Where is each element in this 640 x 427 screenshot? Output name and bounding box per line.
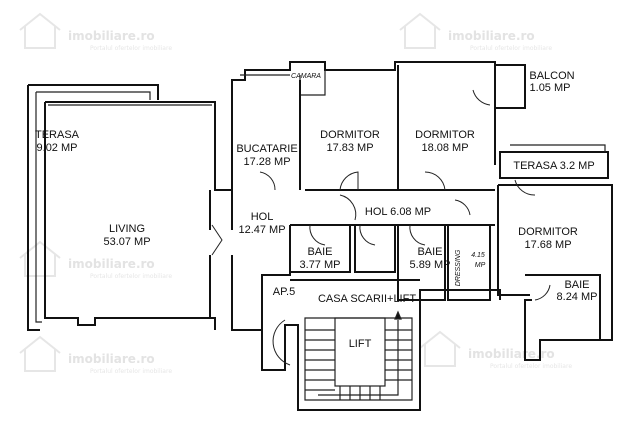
svg-text:Portalul ofertelor imobiliare: Portalul ofertelor imobiliare: [90, 45, 172, 52]
room-labels: TERASA 9.02 MP LIVING 53.07 MP BUCATARIE…: [35, 70, 597, 350]
door-closet: [359, 224, 376, 246]
door-baie2: [409, 224, 426, 246]
door-bucatarie: [259, 171, 276, 191]
baie3-name: BAIE: [564, 279, 589, 291]
svg-text:imobiliare.ro: imobiliare.ro: [448, 29, 535, 43]
dressing-area-unit: MP: [475, 262, 486, 269]
living-area: 53.07 MP: [103, 236, 150, 248]
walls: [27, 61, 613, 411]
door-dormitor1: [339, 171, 359, 191]
dormitor2-name: DORMITOR: [415, 129, 475, 141]
casa-scarii-label: CASA SCARII+LIFT: [318, 293, 416, 305]
hol-small-label: HOL 6.08 MP: [365, 206, 431, 218]
lift-shaft: [334, 317, 386, 387]
stair-direction-arrow-icon: [394, 310, 402, 320]
hol-big-area: 12.47 MP: [238, 224, 285, 236]
dormitor1-name: DORMITOR: [320, 129, 380, 141]
bucatarie-name: BUCATARIE: [236, 143, 297, 155]
door-apartment: [272, 319, 291, 366]
dressing-area-num: 4.15: [471, 252, 485, 259]
door-balcon: [472, 89, 491, 106]
terasa-left-name: TERASA: [35, 129, 80, 141]
lift-label: LIFT: [349, 338, 372, 350]
doors: [211, 89, 551, 366]
svg-text:Portalul ofertelor imobiliare: Portalul ofertelor imobiliare: [490, 363, 572, 370]
svg-text:imobiliare.ro: imobiliare.ro: [68, 352, 155, 366]
svg-text:Portalul ofertelor imobiliare: Portalul ofertelor imobiliare: [90, 368, 172, 375]
living-name: LIVING: [109, 223, 145, 235]
dormitor1-area: 17.83 MP: [326, 142, 373, 154]
door-baie1: [309, 224, 326, 246]
apartment-number: AP.5: [273, 286, 295, 298]
hol-big-name: HOL: [251, 211, 274, 223]
svg-text:imobiliare.ro: imobiliare.ro: [68, 257, 155, 271]
baie1-area: 3.77 MP: [300, 259, 341, 271]
balcon-area: 1.05 MP: [530, 82, 571, 94]
baie3-area: 8.24 MP: [557, 291, 598, 303]
svg-text:Portalul ofertelor imobiliare: Portalul ofertelor imobiliare: [90, 273, 172, 280]
dressing-name: DRESSING: [455, 249, 462, 286]
stairs: [305, 310, 412, 400]
door-dormitor2: [424, 171, 446, 191]
dormitor2-area: 18.08 MP: [421, 142, 468, 154]
baie2-area: 5.89 MP: [410, 259, 451, 271]
door-living: [211, 224, 223, 256]
door-hol: [339, 194, 357, 221]
door-dormitor3: [514, 179, 536, 196]
balcon-name: BALCON: [529, 70, 574, 82]
dormitor3-area: 17.68 MP: [524, 239, 571, 251]
svg-text:imobiliare.ro: imobiliare.ro: [68, 29, 155, 43]
camara-label: CAMARA: [291, 73, 321, 80]
terasa-left-area: 9.02 MP: [37, 142, 78, 154]
svg-text:imobiliare.ro: imobiliare.ro: [468, 347, 555, 361]
dormitor3-name: DORMITOR: [518, 226, 578, 238]
baie1-name: BAIE: [307, 246, 332, 258]
terasa-right-label: TERASA 3.2 MP: [513, 160, 594, 172]
baie2-name: BAIE: [417, 246, 442, 258]
svg-text:Portalul ofertelor imobiliare: Portalul ofertelor imobiliare: [470, 45, 552, 52]
bucatarie-area: 17.28 MP: [243, 156, 290, 168]
door-baie3: [534, 284, 551, 301]
door-dressing: [454, 199, 471, 216]
